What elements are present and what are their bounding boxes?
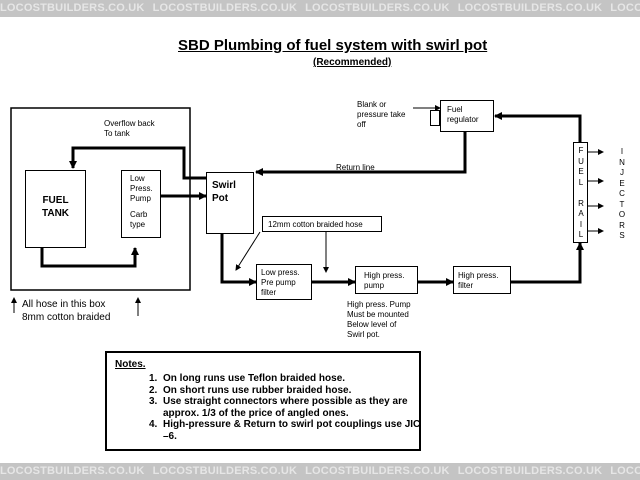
note-item: 4.High-pressure & Return to swirl pot co… — [149, 419, 421, 442]
diagram-subtitle: (Recommended) — [313, 57, 392, 68]
diagram-title: SBD Plumbing of fuel system with swirl p… — [178, 37, 488, 54]
notes-box: Notes. 1.On long runs use Teflon braided… — [105, 351, 421, 451]
high-press-pump: High press.pump — [355, 266, 418, 294]
blank-takeoff-port — [430, 110, 440, 126]
note-item: 1.On long runs use Teflon braided hose. — [149, 373, 346, 384]
high-press-filter: High press.filter — [453, 266, 511, 294]
notes-heading: Notes. — [115, 359, 146, 370]
hose-box-outline — [10, 107, 191, 291]
return-line-label: Return line — [336, 163, 375, 172]
braided-hose-label: 12mm cotton braided hose — [262, 216, 382, 232]
note-item: 3.Use straight connectors where possible… — [149, 396, 408, 419]
note-item: 2.On short runs use rubber braided hose. — [149, 384, 352, 396]
